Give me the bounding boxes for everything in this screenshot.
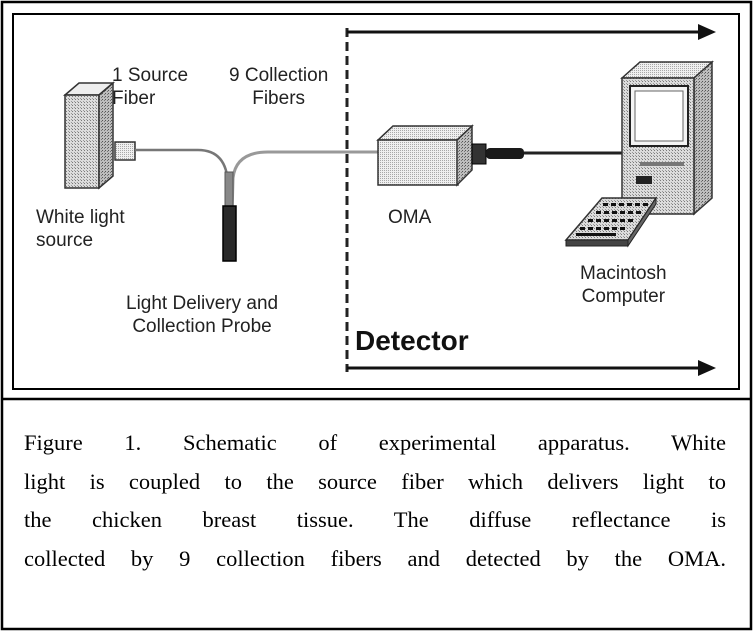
source-fiber [135,148,231,216]
caption-line: collected by 9 collection fibers and det… [24,545,726,571]
source-fiber-label: 1 Source Fiber [112,65,189,109]
white-light-source-label: White light source [36,207,125,251]
probe-icon [222,171,237,262]
macintosh-computer-icon [564,60,714,248]
collection-fibers-label: 9 Collection Fibers [229,65,329,109]
figure-caption: Figure 1. Schematic of experimental appa… [24,424,726,578]
diagram-border [12,13,740,390]
detector-label: Detector [355,325,469,356]
caption-line: Figure 1. Schematic of experimental appa… [24,430,726,455]
collection-fibers [230,150,378,216]
caption-line: light is coupled to the source fiber whi… [24,468,726,494]
detector-arrowhead-top [698,24,716,40]
oma-icon [376,124,524,187]
white-light-source-icon [62,81,136,190]
probe-label: Light Delivery and Collection Probe [126,293,279,337]
computer-label: Macintosh Computer [580,263,667,307]
oma-label: OMA [388,207,432,228]
caption-line: the chicken breast tissue. The diffuse r… [24,507,726,532]
detector-arrowhead-bottom [698,360,716,376]
